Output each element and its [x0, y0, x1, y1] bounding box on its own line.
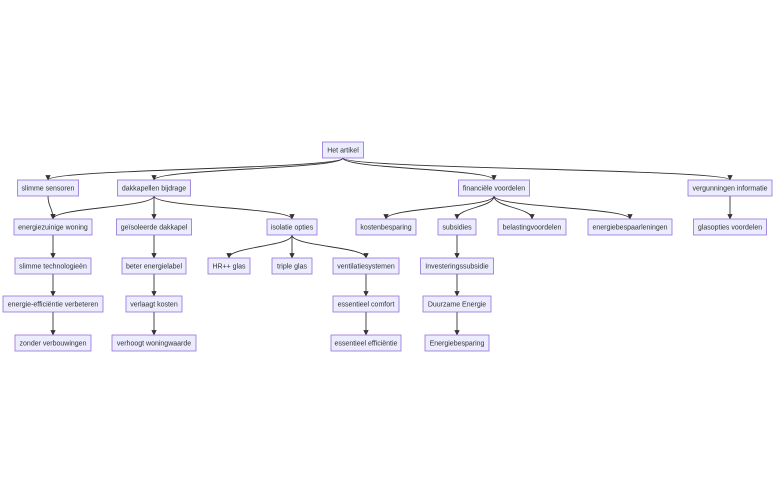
node-label: slimme technologieën [19, 264, 87, 271]
node-box [17, 179, 79, 197]
node-financiele-voordelen: financiële voordelen [458, 179, 530, 197]
node-box [687, 179, 773, 197]
node-label: isolatie opties [271, 225, 314, 232]
node-box [14, 334, 92, 352]
node-label: kostenbesparing [360, 225, 411, 232]
node-label: ventilatiesystemen [337, 264, 395, 271]
node-zonder-verbouwingen: zonder verbouwingen [14, 334, 92, 352]
nodes-layer: Het artikel slimme sensoren dakkapellen bi… [2, 141, 773, 352]
node-energiebespaarleningen: energiebespaarleningen [587, 218, 673, 236]
node-box [111, 334, 197, 352]
node-subsidies: subsidies [437, 218, 477, 236]
node-box [271, 257, 313, 275]
node-verlaagt-kosten: verlaagt kosten [125, 295, 183, 313]
edge-h-to-r [291, 234, 369, 259]
node-label: energiebespaarleningen [592, 225, 667, 232]
node-box [207, 257, 251, 275]
node-energiebesparing: Energiebesparing [424, 334, 490, 352]
node-box [322, 141, 364, 159]
node-label: zonder verbouwingen [20, 341, 87, 348]
edge-c-to-h [153, 195, 295, 220]
edge-c-to-f [50, 195, 155, 220]
node-box [497, 218, 567, 236]
node-label: Energiebesparing [430, 341, 485, 348]
node-essentieel-comfort: essentieel comfort [332, 295, 400, 313]
node-label: belastingvoordelen [503, 225, 562, 232]
node-belastingvoordelen: belastingvoordelen [497, 218, 567, 236]
node-box [332, 257, 400, 275]
node-box [437, 218, 477, 236]
node-ventilatiesystemen: ventilatiesystemen [332, 257, 400, 275]
node-box [13, 218, 93, 236]
node-label: financiële voordelen [463, 186, 525, 193]
edge-d-to-l [493, 195, 633, 220]
node-label: energie-efficiëntie verbeteren [8, 302, 99, 309]
node-label: beter energielabel [126, 264, 182, 271]
node-box [587, 218, 673, 236]
edge-a-to-b [45, 157, 344, 181]
node-box [420, 257, 494, 275]
node-het-artikel: Het artikel [322, 141, 364, 159]
node-label: energiezuinige woning [18, 225, 88, 232]
node-label: glasopties voordelen [698, 225, 762, 232]
node-label: verlaagt kosten [130, 302, 178, 309]
node-kostenbesparing: kostenbesparing [355, 218, 417, 236]
node-label: HR++ glas [212, 264, 246, 271]
node-label: vergunningen informatie [692, 186, 767, 193]
node-box [422, 295, 492, 313]
edge-a-to-e [342, 157, 733, 181]
node-essentieel-efficientie: essentieel efficiëntie [330, 334, 402, 352]
node-box [330, 334, 402, 352]
node-label: slimme sensoren [22, 186, 75, 193]
node-label: Duurzame Energie [428, 302, 486, 309]
edge-d-to-i [383, 195, 495, 220]
node-glasopties-voordelen: glasopties voordelen [693, 218, 767, 236]
node-box [2, 295, 104, 313]
node-box [116, 218, 192, 236]
edge-a-to-c [151, 157, 344, 181]
node-box [693, 218, 767, 236]
node-box [458, 179, 530, 197]
node-box [121, 257, 187, 275]
node-box [355, 218, 417, 236]
edge-b-to-f [47, 195, 56, 220]
node-slimme-sensoren: slimme sensoren [17, 179, 79, 197]
node-energie-efficientie-verbeteren: energie-efficiëntie verbeteren [2, 295, 104, 313]
node-verhoogt-woningwaarde: verhoogt woningwaarde [111, 334, 197, 352]
node-label: dakkapellen bijdrage [122, 186, 186, 193]
node-label: subsidies [442, 225, 472, 232]
node-beter-energielabel: beter energielabel [121, 257, 187, 275]
node-box [117, 179, 191, 197]
node-dakkapellen-bijdrage: dakkapellen bijdrage [117, 179, 191, 197]
node-label: essentieel comfort [338, 302, 395, 309]
edge-d-to-k [493, 195, 535, 220]
node-slimme-technologieen: slimme technologieën [14, 257, 92, 275]
node-box [424, 334, 490, 352]
node-geisoleerde-dakkapel: geïsoleerde dakkapel [116, 218, 192, 236]
node-duurzame-energie: Duurzame Energie [422, 295, 492, 313]
node-box [332, 295, 400, 313]
node-hr-glas: HR++ glas [207, 257, 251, 275]
node-label: verhoogt woningwaarde [117, 341, 191, 348]
edge-a-to-d [342, 157, 497, 181]
node-energiezuinige-woning: energiezuinige woning [13, 218, 93, 236]
node-label: essentieel efficiëntie [335, 341, 398, 348]
node-investeringssubsidie: Investeringssubsidie [420, 257, 494, 275]
node-label: triple glas [277, 264, 307, 271]
node-box [125, 295, 183, 313]
node-vergunningen-informatie: vergunningen informatie [687, 179, 773, 197]
node-box [266, 218, 318, 236]
node-box [14, 257, 92, 275]
edge-h-to-p [226, 234, 293, 259]
node-label: Investeringssubsidie [425, 264, 489, 271]
node-label: Het artikel [327, 148, 359, 155]
edge-d-to-j [454, 195, 495, 220]
node-triple-glas: triple glas [271, 257, 313, 275]
node-isolatie-opties: isolatie opties [266, 218, 318, 236]
edges-layer [45, 157, 733, 336]
node-label: geïsoleerde dakkapel [121, 225, 188, 232]
